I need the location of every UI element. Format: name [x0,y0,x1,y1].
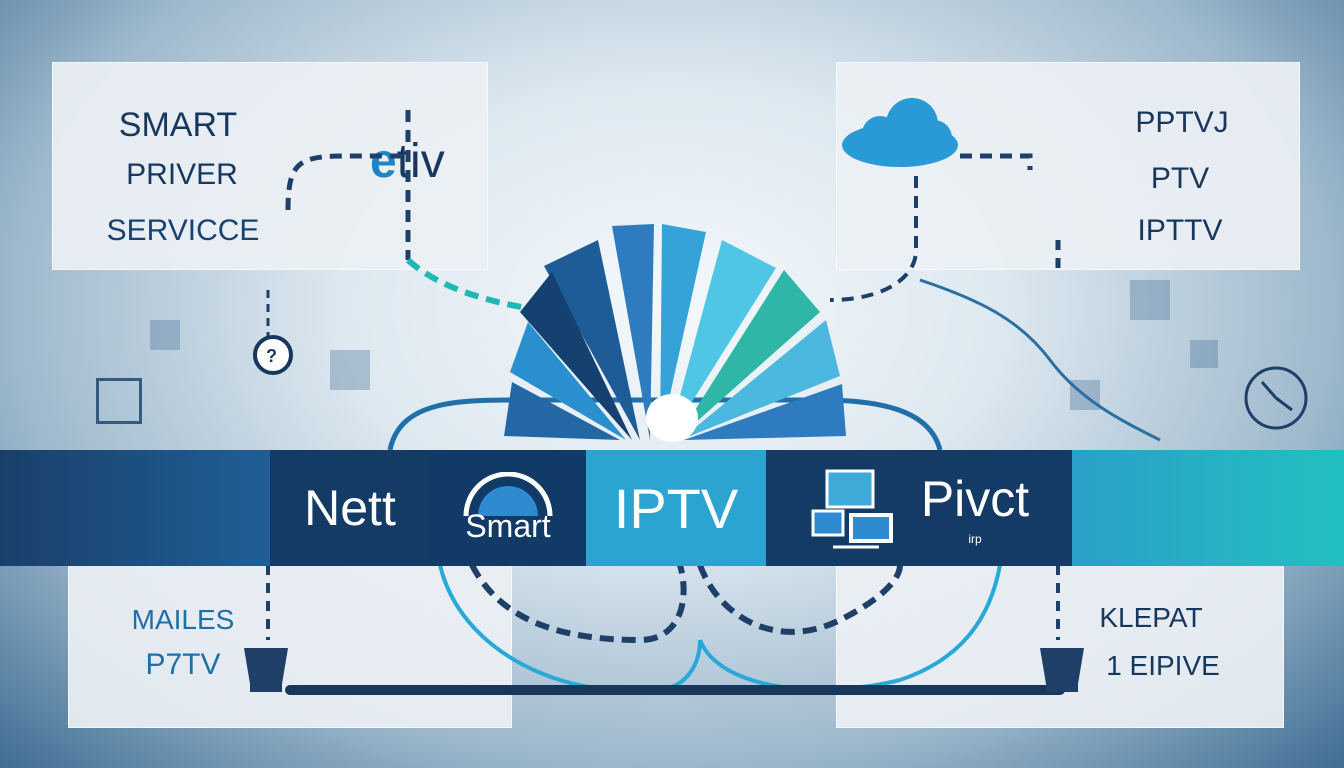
decor-square [96,378,142,424]
bottom-left-panel: MAILES P7TV [68,560,512,728]
badge-icon: ? [253,335,293,375]
panel-text-line: KLEPAT [1099,602,1203,633]
logo-mark: e [370,135,397,188]
loop-line [697,563,903,635]
panel-text-line: 1 EIPIVE [1106,650,1220,681]
panel-text-line: PRIVER [126,158,238,191]
connector-line [405,257,541,313]
decor-square [1130,280,1170,320]
band-item-iptv: IPTV [586,450,766,566]
panel-text-line: PTV [1150,162,1210,195]
feature-band: Nett Smart IPTV Pivct irp [0,450,1344,566]
connector-line [285,153,410,211]
monitor-stand-icon [1040,648,1084,692]
panel-text-line: MAILES [131,604,235,635]
panel-text-line: P7TV [145,648,221,681]
loop-line [698,564,1002,692]
clock-icon [1244,366,1308,430]
connector-line [829,176,918,302]
decor-square [150,320,180,350]
smart-dial-icon [463,471,553,516]
band-item-nett: Nett [270,450,430,566]
panel-text-line: IPTTV [1137,214,1223,247]
connector-line [919,278,1161,442]
devices-icon [811,469,893,549]
band-item-pivct-sub: irp [968,532,982,546]
panel-text-line: PPTVJ [1135,106,1229,139]
logo-text: etiv [370,135,445,188]
panel-text-line: SMART [118,106,238,144]
cloud-icon [842,98,958,167]
decor-square [1190,340,1218,368]
monitor-stand-icon [244,648,288,692]
connector-line [960,153,1033,170]
svg-text:?: ? [266,346,277,366]
fan-icon [504,224,846,442]
band-item-pivct: Pivct irp [766,450,1072,566]
loop-line [469,563,687,644]
band-item-smart: Smart [430,450,586,566]
decor-square [330,350,370,390]
top-left-panel: SMART PRIVER SERVICCE etiv [52,62,488,270]
panel-text-line: SERVICCE [106,214,260,247]
loop-line [438,564,702,694]
